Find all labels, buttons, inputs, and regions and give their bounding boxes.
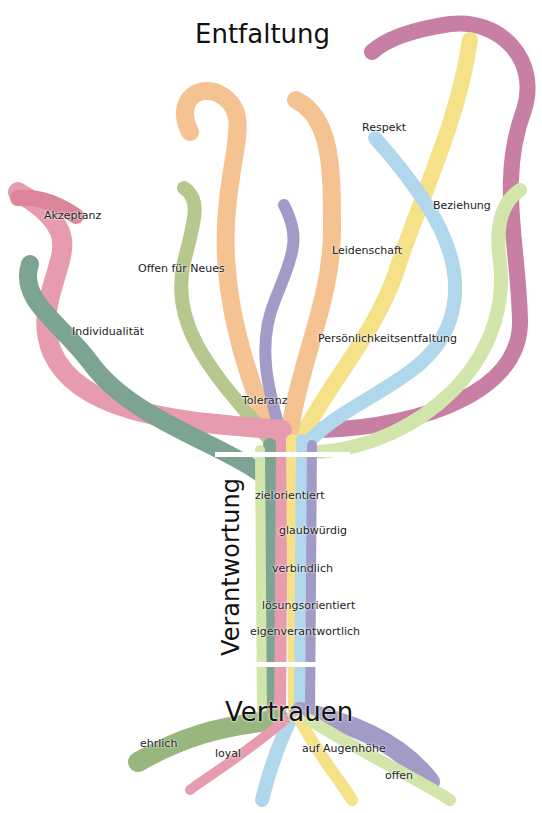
value-label: lösungsorientiert xyxy=(262,600,355,613)
value-label: auf Augenhöhe xyxy=(302,743,386,756)
value-label: glaubwürdig xyxy=(279,525,347,538)
value-label: zielorientiert xyxy=(255,490,325,503)
value-label: eigenverantwortlich xyxy=(250,626,360,639)
section-heading: Entfaltung xyxy=(195,20,330,50)
white-band xyxy=(215,452,350,457)
brush-stroke xyxy=(320,190,520,452)
value-label: Offen für Neues xyxy=(138,263,225,276)
brush-stroke xyxy=(290,100,332,430)
white-band xyxy=(215,662,350,667)
value-label: Leidenschaft xyxy=(332,245,402,258)
value-label: Akzeptanz xyxy=(44,210,101,223)
value-label: Individualität xyxy=(72,326,144,339)
brush-stroke xyxy=(28,264,286,500)
value-label: verbindlich xyxy=(272,563,333,576)
value-label: Persönlichkeitsentfaltung xyxy=(318,333,457,346)
brush-stroke xyxy=(280,440,282,720)
value-label: loyal xyxy=(215,748,241,761)
brush-stroke xyxy=(270,445,272,720)
brush-stroke xyxy=(190,720,285,790)
brush-stroke xyxy=(300,440,302,720)
brush-stroke xyxy=(310,445,312,720)
value-label: offen xyxy=(385,770,413,783)
brush-stroke xyxy=(292,440,294,720)
value-label: Beziehung xyxy=(433,200,491,213)
brush-strokes xyxy=(18,23,528,800)
value-label: Toleranz xyxy=(242,395,287,408)
value-label: Respekt xyxy=(362,122,406,135)
section-heading: Vertrauen xyxy=(225,698,353,728)
section-heading: Verantwortung xyxy=(218,478,246,656)
value-label: ehrlich xyxy=(140,738,177,751)
brush-stroke xyxy=(310,720,450,800)
